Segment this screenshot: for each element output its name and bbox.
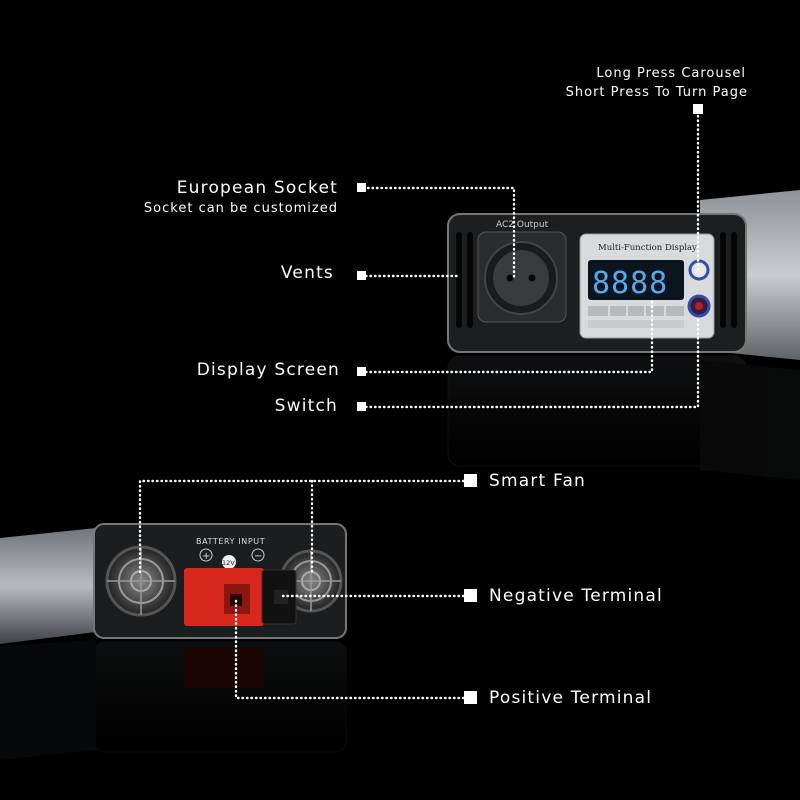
marker-vents: [357, 271, 366, 280]
voltage-badge: [222, 555, 236, 569]
ac-output-label: AC2 Output: [496, 220, 549, 230]
label-vents: Vents: [280, 263, 334, 283]
negative-terminal: [261, 569, 297, 625]
label-short-press-turn-page: Short Press To Turn Page: [565, 85, 748, 100]
marker-negative-terminal: [464, 589, 477, 602]
marker-switch: [357, 402, 366, 411]
upper-inverter: AC2 Output Multi-Function Display 8888: [447, 190, 800, 480]
voltage-text: 12V: [222, 559, 235, 567]
label-long-press-carousel: Long Press Carousel: [596, 66, 746, 81]
marker-smart-fan: [464, 474, 477, 487]
lower-reflection: [0, 640, 347, 760]
mode-strip: [588, 306, 684, 316]
marker-carousel: [693, 104, 703, 114]
lcd-screen: [588, 260, 684, 300]
multi-function-display-panel: Multi-Function Display 8888: [579, 233, 715, 339]
label-socket-customized: Socket can be customized: [143, 201, 338, 216]
lower-inverter: BATTERY INPUT + − 12V: [0, 523, 347, 760]
lcd-digits: 8888: [592, 266, 668, 301]
label-positive-terminal: Positive Terminal: [489, 688, 653, 708]
lower-inverter-body: [0, 528, 96, 644]
label-display-screen: Display Screen: [196, 360, 340, 380]
panel-title: Multi-Function Display: [598, 243, 697, 253]
label-smart-fan: Smart Fan: [489, 471, 587, 491]
left-fan: [105, 545, 177, 617]
upper-reflection: [447, 355, 800, 480]
marker-display-screen: [357, 367, 366, 376]
label-negative-terminal: Negative Terminal: [489, 586, 663, 606]
label-markers: [357, 104, 703, 704]
european-socket: [477, 231, 567, 323]
leader-lines: [138, 114, 700, 700]
upper-vents-left: [456, 232, 473, 328]
positive-terminal: [184, 568, 264, 626]
label-european-socket: European Socket: [176, 178, 338, 198]
marker-european-socket: [357, 183, 366, 192]
plus-sign: +: [202, 551, 210, 562]
marker-positive-terminal: [464, 691, 477, 704]
label-switch: Switch: [274, 396, 338, 416]
minus-sign: −: [254, 551, 262, 562]
battery-input-label: BATTERY INPUT: [196, 537, 265, 546]
upper-vents-right: [720, 232, 737, 328]
